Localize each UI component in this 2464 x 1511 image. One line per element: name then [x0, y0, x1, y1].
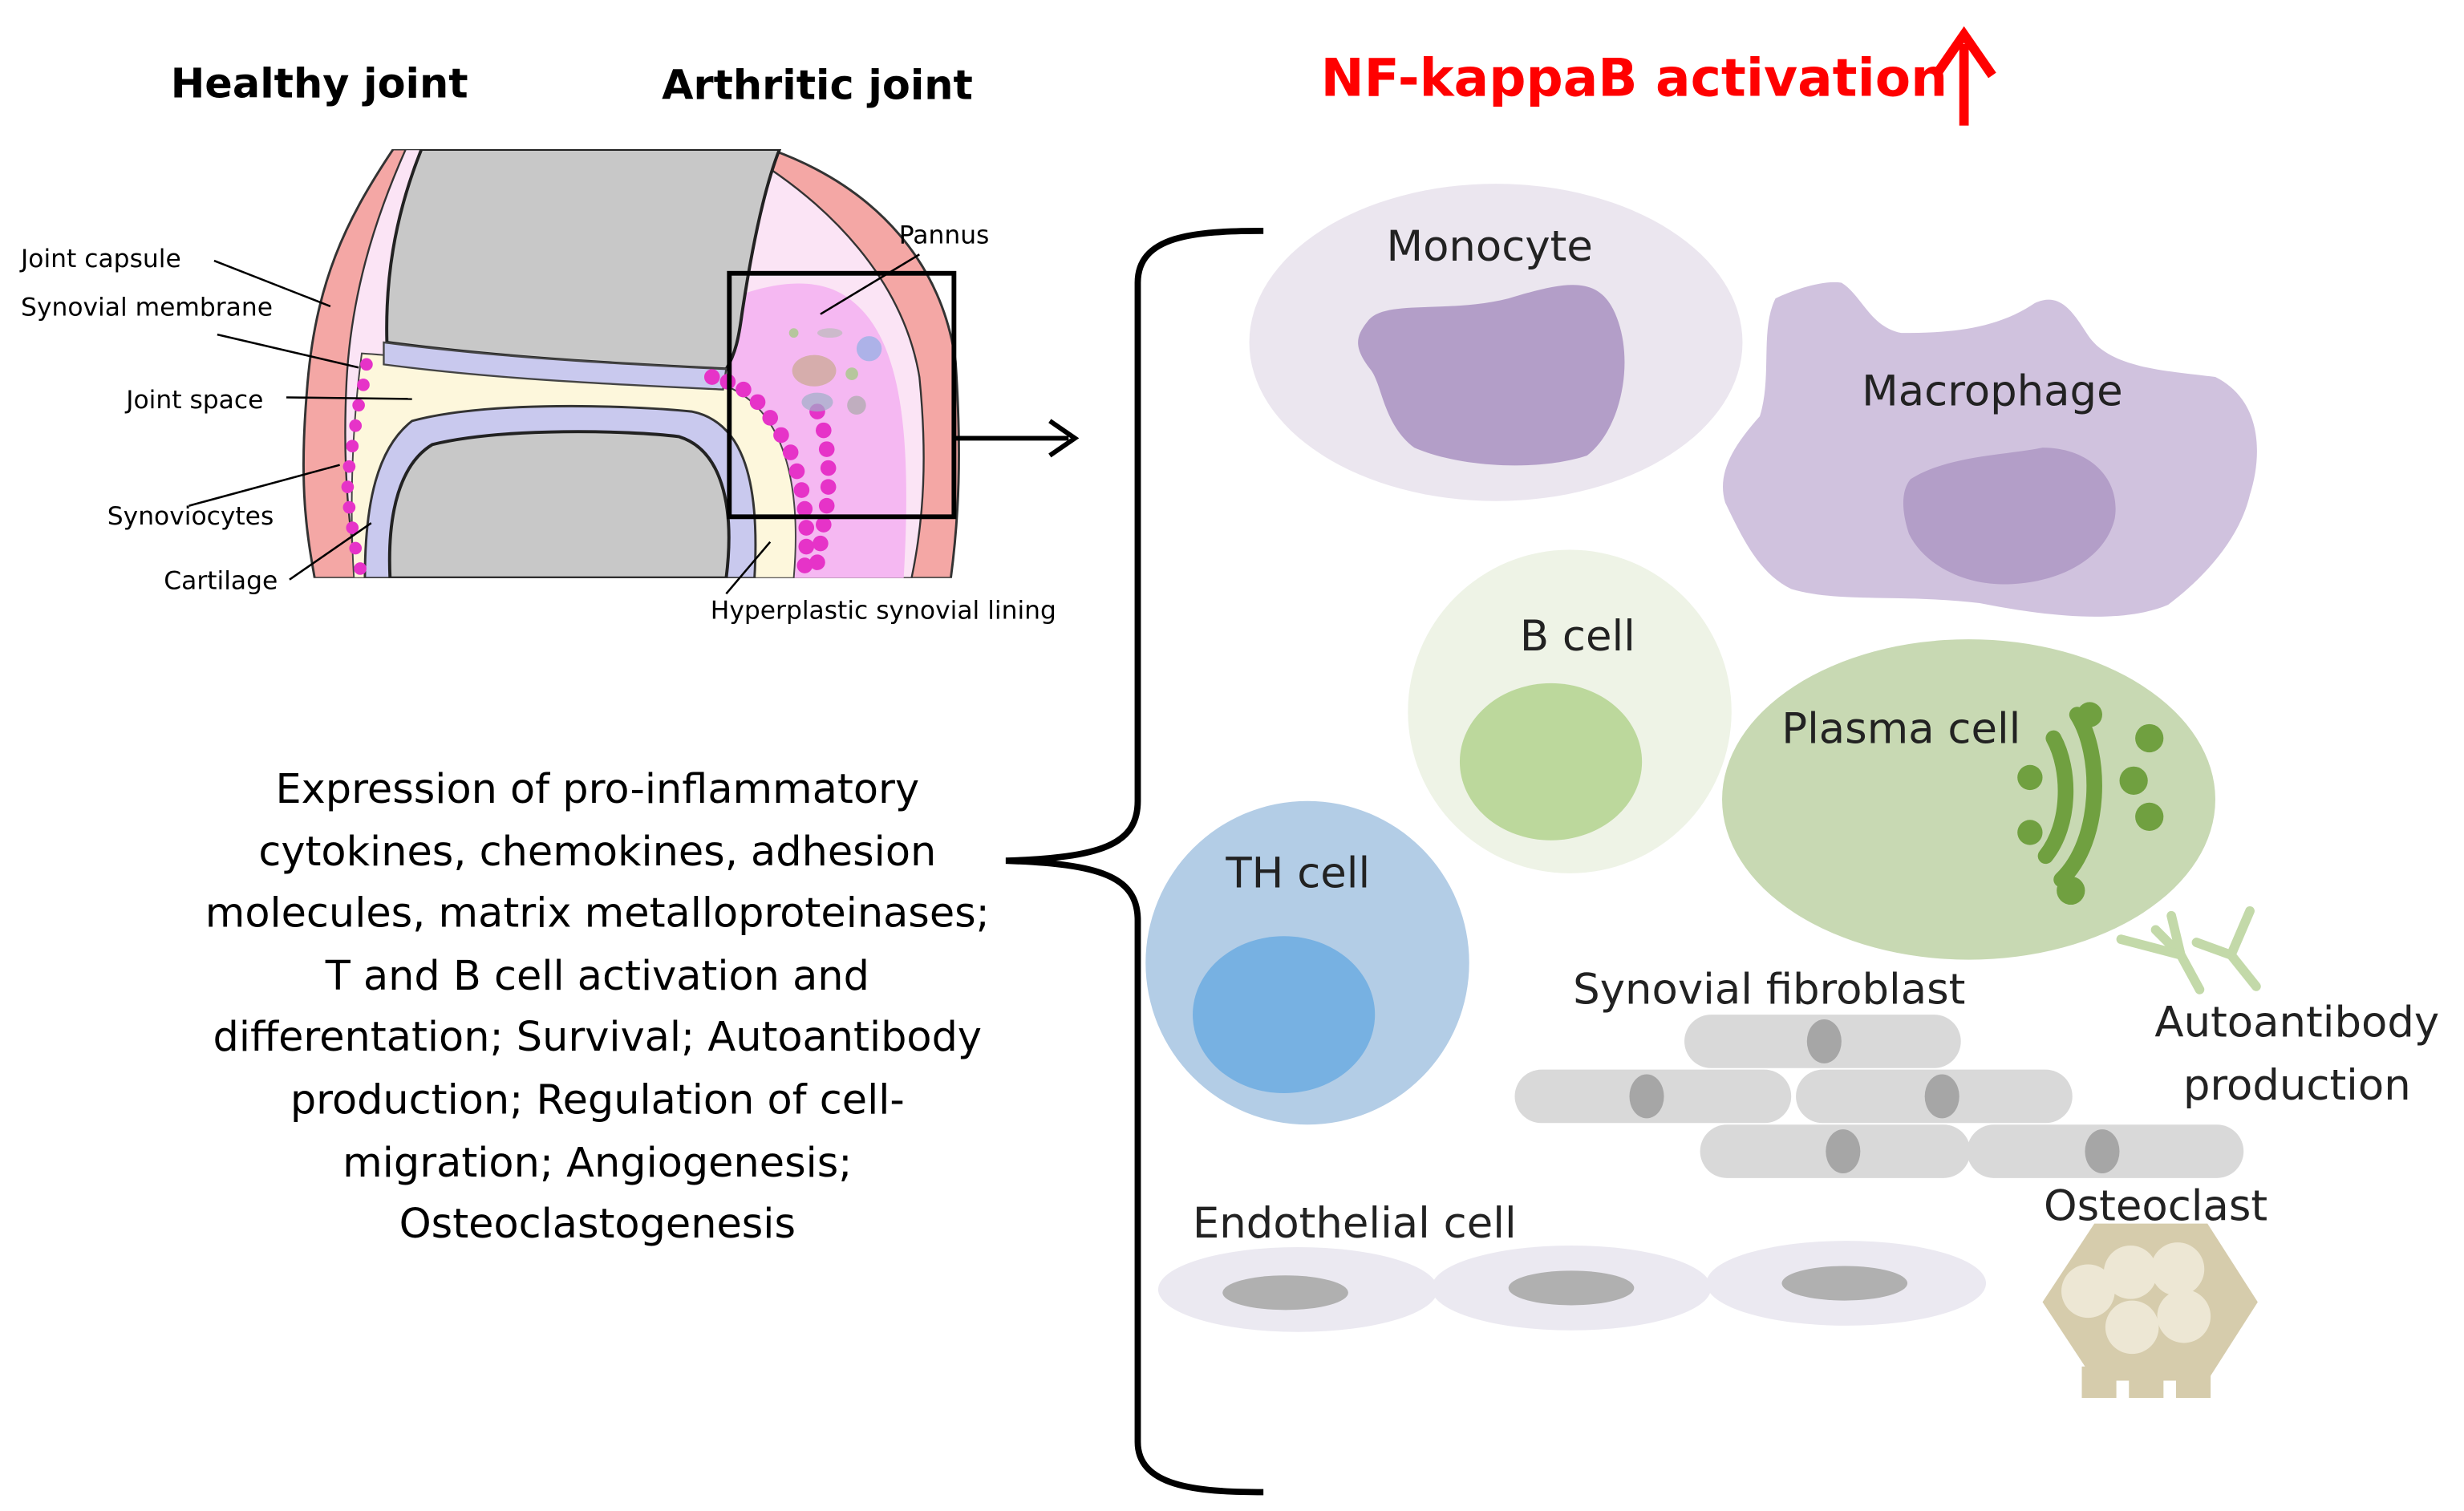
label-hyperplastic-lining: Hyperplastic synovial lining [711, 597, 1056, 626]
lower-bone [387, 430, 731, 578]
effects-line: molecules, matrix metalloproteinases; [205, 889, 990, 937]
autoantibody-label-1: Autoantibody [2154, 999, 2439, 1047]
plasma-cell: Plasma cell [1722, 639, 2215, 960]
up-arrow-icon [1931, 26, 1996, 126]
macrophage-cell: Macrophage [1723, 282, 2257, 617]
plasma-label: Plasma cell [1781, 704, 2020, 753]
thcell-label: TH cell [1225, 849, 1370, 898]
nfkb-activation-heading: NF-kappaB activation [1321, 48, 1947, 108]
effects-text: Expression of pro-inflammatory cytokines… [205, 766, 990, 1248]
synoviocytes [341, 358, 837, 575]
zoom-box [727, 270, 957, 520]
leader-lines [188, 253, 920, 595]
b-cell: B cell [1408, 549, 1732, 873]
label-synovial-membrane: Synovial membrane [21, 294, 273, 322]
right-arrow-icon [954, 419, 1080, 458]
antibody-icon [2116, 906, 2261, 995]
autoantibody-label-2: production [2183, 1061, 2411, 1110]
label-synoviocytes: Synoviocytes [107, 502, 274, 531]
osteoclast-cell: Osteoclast [2042, 1182, 2267, 1398]
curly-brace [1005, 227, 1264, 1496]
healthy-joint-heading: Healthy joint [171, 60, 468, 107]
label-joint-space: Joint space [124, 386, 263, 415]
macrophage-label: Macrophage [1862, 367, 2123, 415]
th-cell: TH cell [1145, 800, 1469, 1125]
effects-line: Osteoclastogenesis [399, 1201, 796, 1248]
effects-line: migration; Angiogenesis; [342, 1140, 852, 1187]
effects-line: cytokines, chemokines, adhesion [258, 828, 936, 876]
pannus-cells [788, 328, 882, 415]
effects-line: differentation; Survival; Autoantibody [213, 1014, 982, 1061]
monocyte-label: Monocyte [1386, 222, 1592, 271]
monocyte-cell: Monocyte [1249, 184, 1743, 501]
effects-line: production; Regulation of cell- [290, 1077, 905, 1124]
upper-bone [385, 149, 782, 371]
fibroblast-label: Synovial fibroblast [1573, 965, 1965, 1014]
endothelial-cells: Endothelial cell [1157, 1199, 1987, 1332]
label-cartilage: Cartilage [164, 566, 278, 595]
osteoclast-label: Osteoclast [2044, 1182, 2267, 1231]
synovial-fibroblast: Synovial fibroblast [1514, 965, 2244, 1178]
bcell-label: B cell [1520, 612, 1635, 661]
label-pannus: Pannus [899, 221, 990, 250]
joint-diagram: Joint capsule Synovial membrane Joint sp… [19, 149, 1080, 626]
label-joint-capsule: Joint capsule [19, 245, 181, 273]
effects-line: Expression of pro-inflammatory [276, 766, 920, 813]
endothelial-label: Endothelial cell [1193, 1199, 1517, 1248]
effects-line: T and B cell activation and [325, 953, 869, 1000]
arthritic-joint-heading: Arthritic joint [662, 62, 973, 109]
